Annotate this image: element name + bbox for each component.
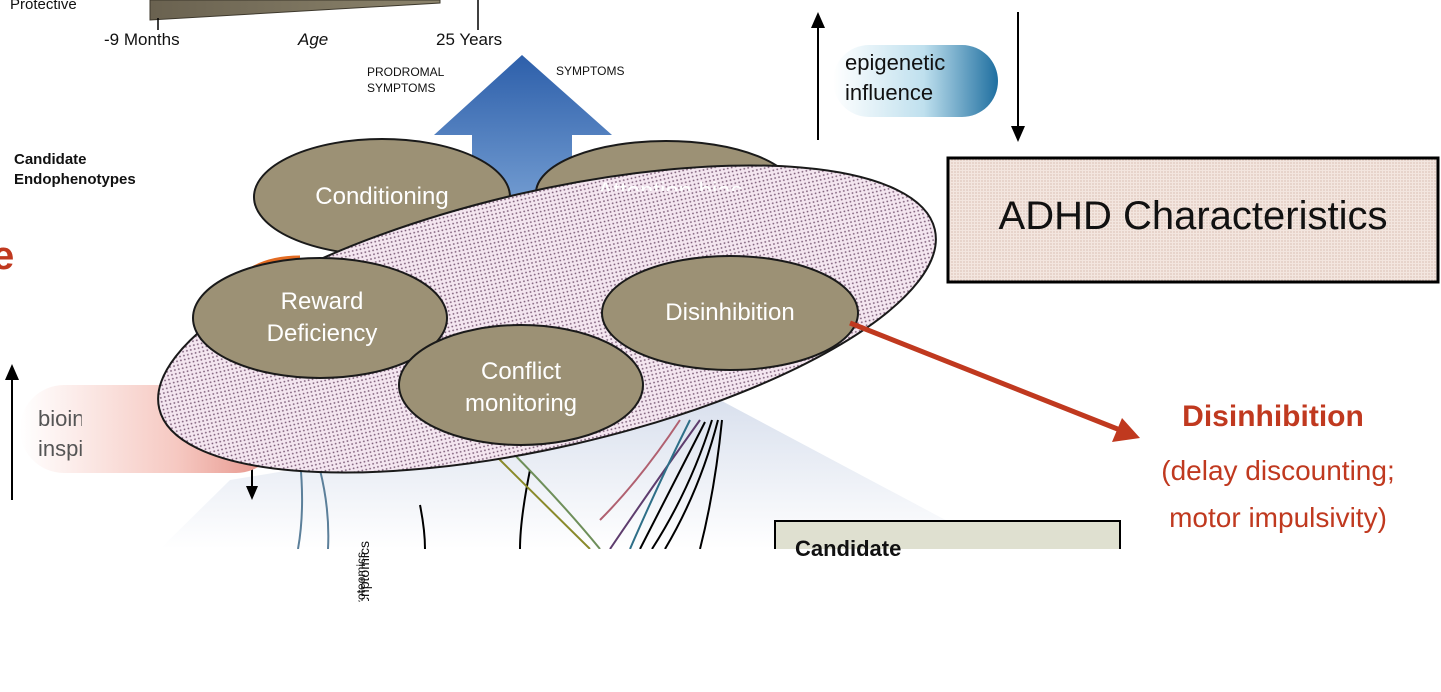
disinhibition-callout-line1: (delay discounting; xyxy=(1161,455,1395,486)
disinhibition-callout-title: Disinhibition xyxy=(1182,400,1364,433)
bioinformatics-label: bioinformatics inspirations xyxy=(38,404,82,464)
disinhibition-ellipse-label: Disinhibition xyxy=(665,299,795,326)
epigenetic-label: epigenetic influence xyxy=(845,50,946,105)
network-fan xyxy=(160,400,1000,549)
attention-label: Attention bias xyxy=(570,176,770,191)
prodromal-label: PRODROMAL SYMPTOMS xyxy=(367,65,445,95)
disinhibition-ellipse xyxy=(601,255,859,371)
disinhibition-callout-line2: motor impulsivity) xyxy=(1169,502,1387,533)
epigenetic-down-arrowhead xyxy=(1011,126,1025,142)
bioinformatics-up-arrowhead xyxy=(5,364,19,380)
conditioning-label: Conditioning xyxy=(315,183,449,210)
candidate-endophenotypes-label: Candidate Endophenotypes xyxy=(14,151,136,188)
reward-ellipse xyxy=(192,257,448,379)
left-partial-letter: e xyxy=(0,234,15,278)
timeline-end-label: 25 Years xyxy=(436,30,503,49)
conflict-label: Conflict monitoring xyxy=(464,358,578,417)
bioinformatics-down-arrowhead xyxy=(246,486,258,500)
protective-label: Protective xyxy=(10,0,77,13)
candidate-box xyxy=(774,520,1121,549)
adhd-box xyxy=(946,156,1440,284)
timeline-age-label: Age xyxy=(298,30,329,49)
disinhibition-link-arrow-shaft xyxy=(849,320,1121,433)
symptoms-label: SYMPTOMS xyxy=(556,64,625,78)
timeline-start-label: -9 Months xyxy=(104,30,180,49)
epigenetic-pill xyxy=(833,45,998,117)
disinhibition-link-arrowhead xyxy=(1112,418,1140,442)
adhd-characteristics-title: ADHD Characteristics xyxy=(998,194,1388,238)
diagram-canvas xyxy=(5,0,1440,549)
reward-label: Reward Deficiency xyxy=(266,288,378,347)
candidate-box-label: Candidate xyxy=(795,536,902,561)
epigenetic-up-arrowhead xyxy=(811,12,825,28)
proteomics-label: Proteomics xyxy=(354,552,368,613)
endophenotype-cluster-ellipse xyxy=(157,164,937,474)
conflict-ellipse xyxy=(398,324,644,446)
age-timeline-bar xyxy=(149,0,441,21)
